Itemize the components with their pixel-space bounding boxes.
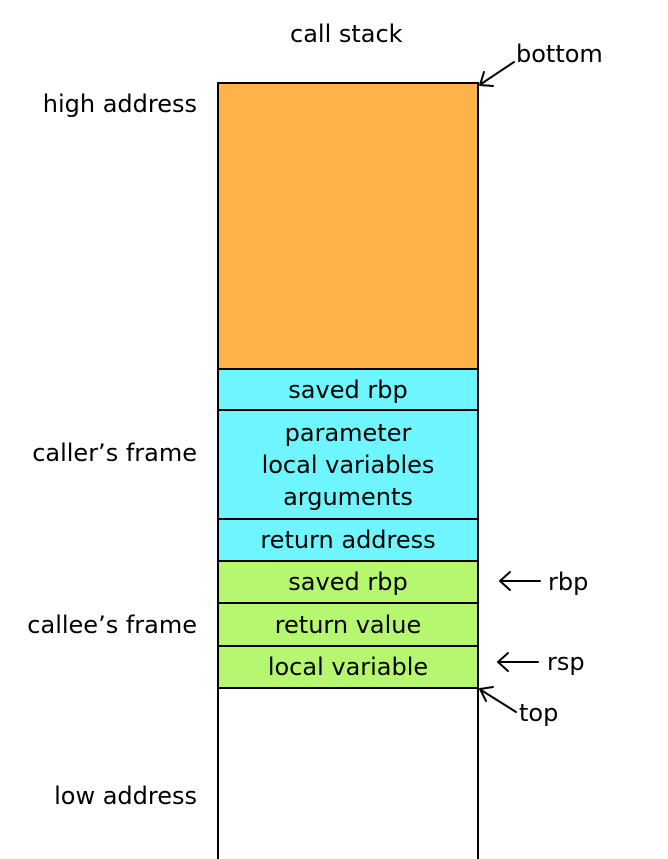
callees-frame-label: callee’s frame xyxy=(27,611,197,639)
top-arrow-icon xyxy=(479,686,517,713)
rbp-pointer-label: rbp xyxy=(548,568,589,596)
return-address-text: return address xyxy=(260,526,436,554)
return-value-block: return value xyxy=(217,602,479,647)
parameter-text: parameter xyxy=(284,418,412,447)
callee-saved-rbp-text: saved rbp xyxy=(288,568,408,596)
local-variables-text: local variables xyxy=(261,450,435,479)
local-variable-text: local variable xyxy=(267,653,429,681)
rbp-arrow-icon xyxy=(499,571,541,591)
local-variable-block: local variable xyxy=(217,645,479,689)
caller-saved-rbp-block: saved rbp xyxy=(217,368,479,411)
return-address-block: return address xyxy=(217,518,479,562)
rsp-arrow-icon xyxy=(497,652,539,672)
callee-saved-rbp-block: saved rbp xyxy=(217,560,479,604)
callers-frame-label: caller’s frame xyxy=(32,439,197,467)
low-address-label: low address xyxy=(54,782,197,810)
return-value-text: return value xyxy=(274,610,422,639)
arguments-text: arguments xyxy=(283,482,413,511)
high-address-label: high address xyxy=(42,90,197,118)
rsp-pointer-label: rsp xyxy=(547,648,585,676)
diagram-title: call stack xyxy=(290,20,403,48)
bottom-arrow-icon xyxy=(479,61,515,87)
caller-body-block: parameter local variables arguments xyxy=(217,409,479,520)
top-pointer-label: top xyxy=(519,699,559,727)
bottom-pointer-label: bottom xyxy=(516,40,603,68)
caller-saved-rbp-text: saved rbp xyxy=(288,375,408,404)
older-frames-block xyxy=(217,82,479,370)
